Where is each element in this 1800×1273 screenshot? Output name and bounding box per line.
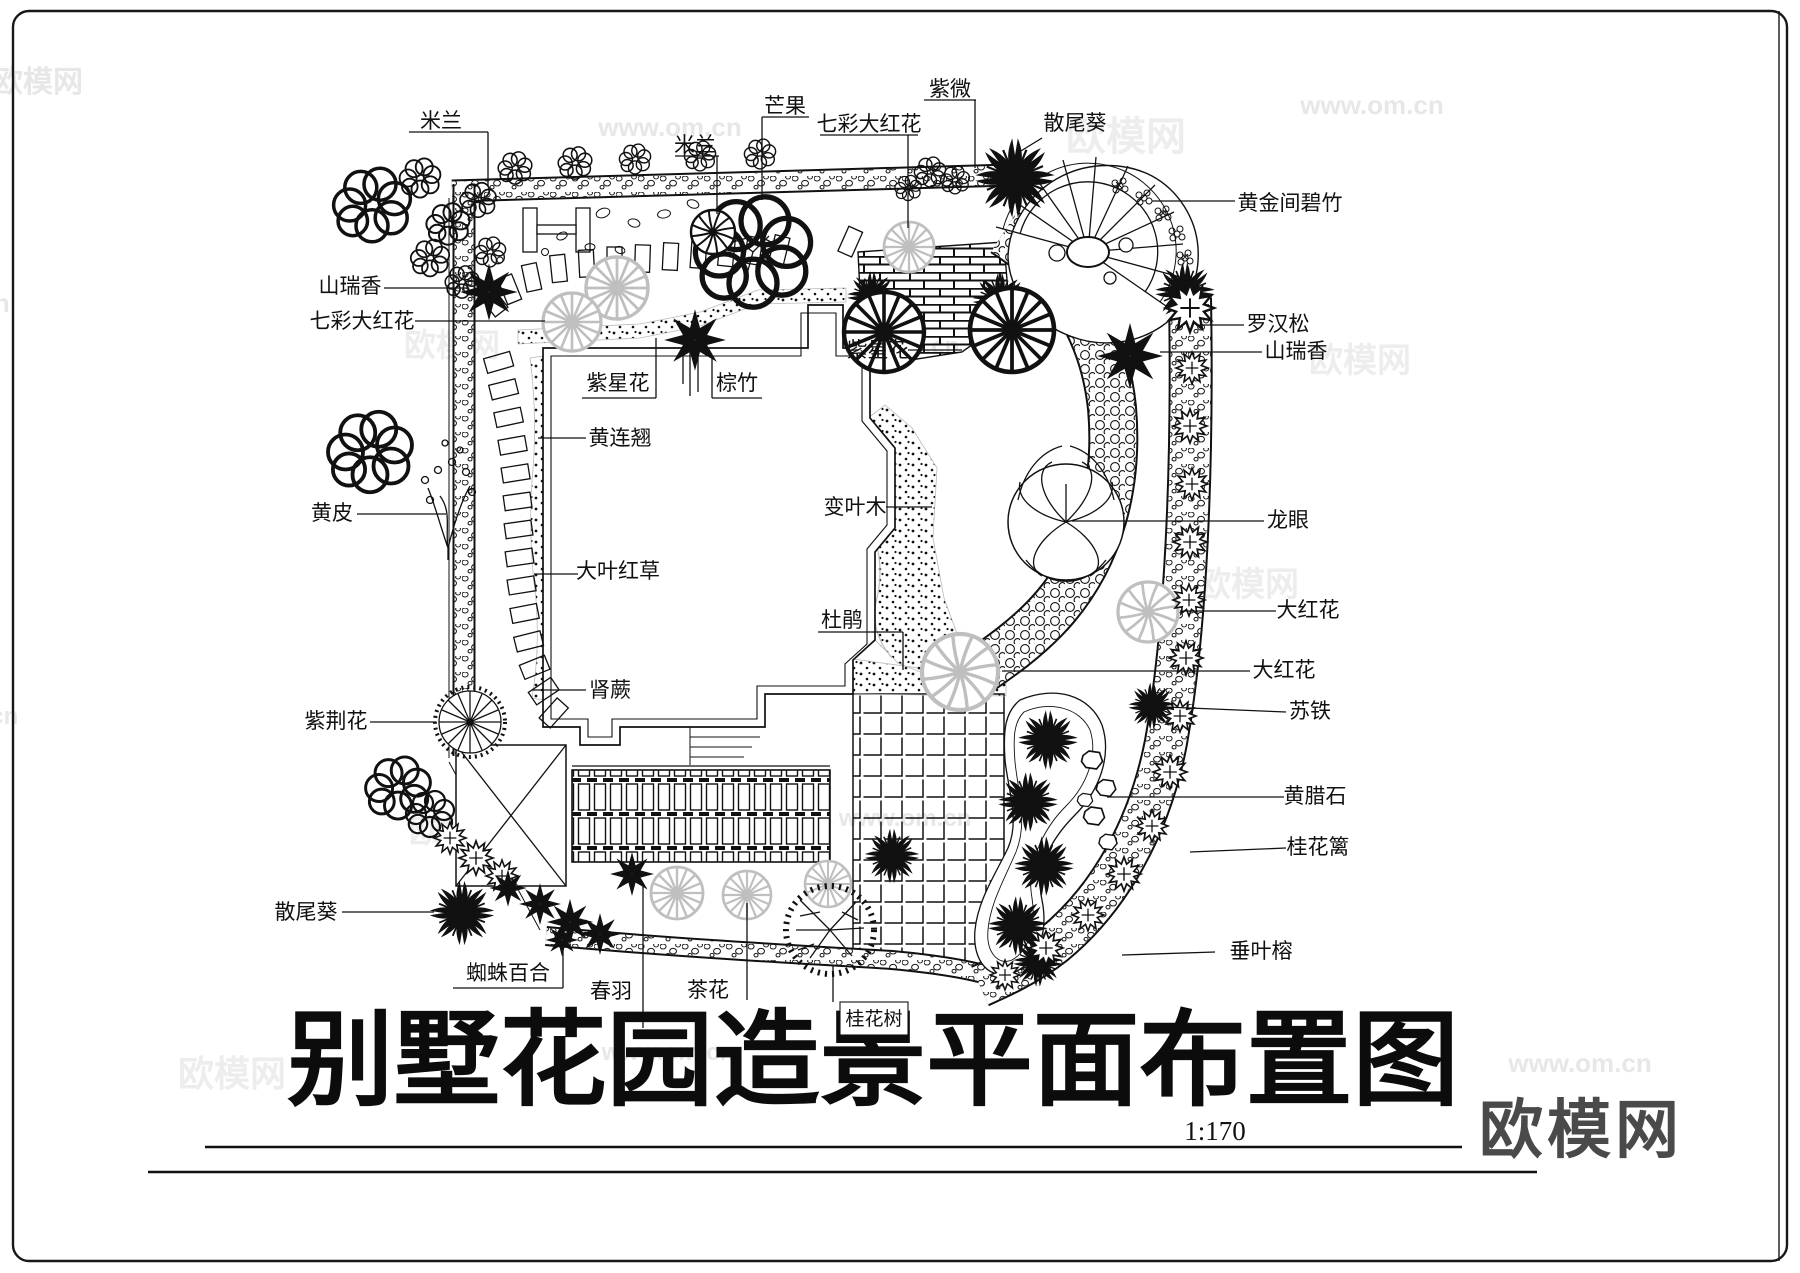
bottom-gravel-path xyxy=(545,926,1006,990)
label-rainbow-hibiscus-top: 七彩大红花 xyxy=(817,112,922,136)
label-crape-myrtle: 紫微 xyxy=(929,77,971,101)
label-osmanthus-hedge: 桂花篱 xyxy=(1287,835,1350,859)
slab-path-left xyxy=(482,350,570,729)
watermark-url: www.om.cn xyxy=(597,112,742,142)
entrance-steps xyxy=(689,727,760,765)
label-daphne-right: 山瑞香 xyxy=(1265,339,1328,363)
label-cycad: 苏铁 xyxy=(1289,699,1331,723)
leader-lines xyxy=(342,99,1287,1028)
garden-bench xyxy=(522,207,591,253)
star-flower-tree-2 xyxy=(970,288,1054,372)
label-hibiscus-1: 大红花 xyxy=(1277,598,1340,622)
label-golden-bamboo: 黄金间碧竹 xyxy=(1238,191,1343,215)
watermark-brand: 欧模网 xyxy=(1309,342,1411,380)
plants-layer xyxy=(326,138,1216,991)
label-forsythia: 黄连翘 xyxy=(589,426,652,450)
mango-tree xyxy=(695,197,810,307)
watermark-url: www.om.cn xyxy=(601,1039,734,1066)
milan-shrub xyxy=(689,208,737,256)
watermark-brand: 欧模网 xyxy=(404,327,500,363)
label-red-leaf-grass: 大叶红草 xyxy=(576,559,660,583)
label-areca-palm-bottom: 散尾葵 xyxy=(275,900,338,924)
basketweave-patio xyxy=(571,769,831,863)
watermark-url: www.om.cn xyxy=(0,288,10,318)
plant-labels: 米兰 米兰 芒果 七彩大红花 紫微 散尾葵 黄金间碧竹 罗汉松 山瑞香 龙眼 大… xyxy=(275,77,1350,1003)
label-croton: 变叶木 xyxy=(824,495,887,519)
osmanthus-tree-label-box: 桂花树 xyxy=(832,966,909,1036)
page-border-frame xyxy=(11,9,1789,1263)
label-azalea: 杜鹃 xyxy=(821,608,863,632)
label-wampee: 黄皮 xyxy=(311,501,353,525)
house xyxy=(542,304,896,765)
house-inner-wall xyxy=(550,312,888,738)
label-star-flower-left: 紫星花 xyxy=(587,371,650,395)
watermark-url: www.om.cn xyxy=(0,703,18,730)
watermark-brand: 欧模网 xyxy=(1197,566,1299,604)
brand-logo: 欧模网 xyxy=(1479,1094,1683,1166)
label-wax-stone: 黄腊石 xyxy=(1284,784,1347,808)
philodendron xyxy=(609,851,655,897)
label-milan-2: 米兰 xyxy=(674,133,716,157)
label-spider-lily: 蜘蛛百合 xyxy=(466,961,550,985)
label-lady-palm: 棕竹 xyxy=(716,371,758,395)
watermark-url: www.om.cn xyxy=(1299,90,1444,120)
palm-bottom-left xyxy=(432,883,492,943)
label-star-flower-right: 紫星花 xyxy=(847,338,910,362)
wampee-tree xyxy=(420,439,477,560)
label-podocarpus: 罗汉松 xyxy=(1247,312,1310,336)
title-block: 别墅花园造景平面布置图 1:170 欧模网 xyxy=(148,1004,1683,1174)
crape-myrtle-flowers xyxy=(894,156,971,202)
label-milan-1: 米兰 xyxy=(420,109,462,133)
watermark-url: www.om.cn xyxy=(1507,1048,1652,1078)
label-philodendron: 春羽 xyxy=(590,979,632,1003)
osmanthus-tree xyxy=(783,883,877,977)
label-hibiscus-2: 大红花 xyxy=(1253,658,1316,682)
longyan-tree xyxy=(1007,445,1125,582)
drawing-scale: 1:170 xyxy=(1184,1116,1246,1146)
label-mango: 芒果 xyxy=(764,94,806,118)
watermark-brand: 欧模网 xyxy=(178,1053,286,1094)
watermark-brand: 欧模网 xyxy=(1066,115,1186,159)
label-bauhinia: 紫荆花 xyxy=(305,709,368,733)
cycad-bed xyxy=(974,692,1107,985)
label-camellia: 茶花 xyxy=(687,978,729,1002)
label-sword-fern: 肾蕨 xyxy=(589,678,631,702)
daphne-right xyxy=(1095,321,1165,391)
bamboo-cluster xyxy=(1111,177,1195,292)
label-rainbow-hibiscus-left: 七彩大红花 xyxy=(310,309,415,333)
gazebo-fan-structure xyxy=(995,156,1199,344)
label-daphne-left: 山瑞香 xyxy=(319,274,382,298)
daphne-left xyxy=(459,262,519,322)
label-weeping-fig: 垂叶榕 xyxy=(1230,939,1293,963)
house-outer-wall xyxy=(542,304,896,746)
label-areca-palm-top: 散尾葵 xyxy=(1044,111,1107,135)
label-longan: 龙眼 xyxy=(1267,508,1309,532)
label-osmanthus-tree: 桂花树 xyxy=(845,1008,902,1030)
